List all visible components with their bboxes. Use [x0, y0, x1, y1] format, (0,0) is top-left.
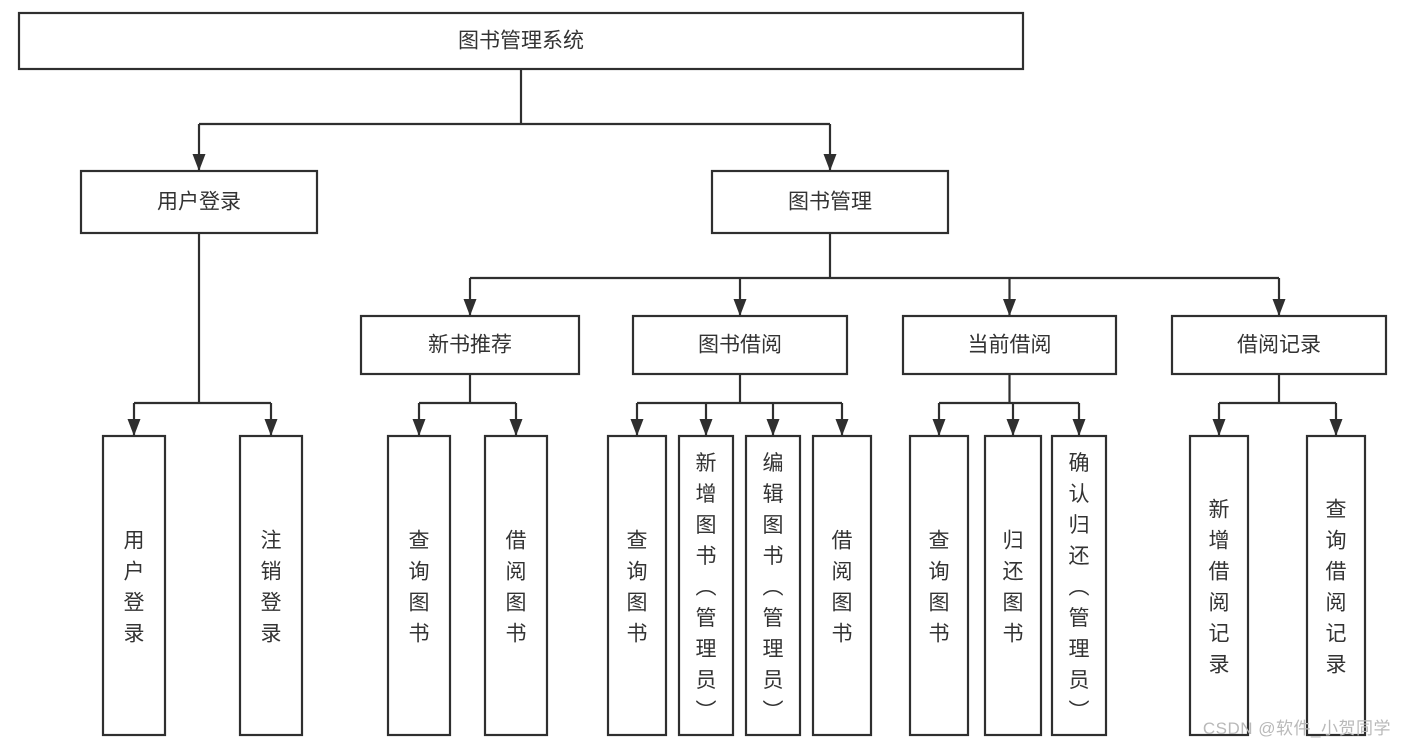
- node-leaf-leaf-query-book-2[interactable]: 查询图书: [606, 434, 668, 737]
- node-label: 编辑图书︵管理员︶: [763, 452, 784, 723]
- node-label: 查询图书: [627, 530, 648, 646]
- node-leaf-leaf-borrow-book-2[interactable]: 借阅图书: [811, 434, 873, 737]
- node-leaf-leaf-logout[interactable]: 注销登录: [238, 434, 304, 737]
- node-leaf-leaf-add-book-admin[interactable]: 新增图书︵管理员︶: [677, 434, 735, 737]
- node-label: 用户登录: [157, 191, 241, 214]
- node-leaf-leaf-user-login[interactable]: 用户登录: [101, 434, 167, 737]
- node-label: 图书借阅: [698, 334, 782, 357]
- node-label: 借阅记录: [1237, 334, 1321, 357]
- node-leaf-leaf-query-book-1[interactable]: 查询图书: [386, 434, 452, 737]
- node-leaf-leaf-return-book[interactable]: 归还图书: [983, 434, 1043, 737]
- node-leaf-leaf-query-book-3[interactable]: 查询图书: [908, 434, 970, 737]
- node-label: 查询图书: [409, 530, 430, 646]
- node-leaf-leaf-confirm-return-admin[interactable]: 确认归还︵管理员︶: [1050, 434, 1108, 737]
- node-label: 归还图书: [1003, 530, 1024, 646]
- node-submodule-current-borrow[interactable]: 当前借阅: [901, 314, 1118, 376]
- node-submodule-book-borrow[interactable]: 图书借阅: [631, 314, 849, 376]
- node-submodule-new-book-recommend[interactable]: 新书推荐: [359, 314, 581, 376]
- node-label: 用户登录: [124, 530, 145, 646]
- node-label: 图书管理: [788, 191, 872, 214]
- node-label: 新增图书︵管理员︶: [696, 452, 717, 723]
- node-leaf-leaf-add-borrow-record[interactable]: 新增借阅记录: [1188, 434, 1250, 737]
- node-module-book-manage[interactable]: 图书管理: [710, 169, 950, 235]
- node-label: 新书推荐: [428, 334, 512, 357]
- node-leaf-leaf-query-borrow-record[interactable]: 查询借阅记录: [1305, 434, 1367, 737]
- nodes-layer: 图书管理系统用户登录图书管理新书推荐图书借阅当前借阅借阅记录用户登录注销登录查询…: [17, 11, 1388, 737]
- node-label: 图书管理系统: [458, 30, 584, 53]
- node-label: 注销登录: [261, 530, 282, 646]
- node-label: 查询图书: [929, 530, 950, 646]
- node-label: 查询借阅记录: [1326, 499, 1347, 677]
- node-leaf-leaf-borrow-book-1[interactable]: 借阅图书: [483, 434, 549, 737]
- node-submodule-borrow-record[interactable]: 借阅记录: [1170, 314, 1388, 376]
- node-leaf-leaf-edit-book-admin[interactable]: 编辑图书︵管理员︶: [744, 434, 802, 737]
- node-module-user-login[interactable]: 用户登录: [79, 169, 319, 235]
- edges-layer: [127, 69, 1343, 436]
- node-root-root[interactable]: 图书管理系统: [17, 11, 1025, 71]
- node-label: 确认归还︵管理员︶: [1069, 452, 1090, 723]
- node-label: 借阅图书: [506, 530, 527, 646]
- node-label: 借阅图书: [832, 530, 853, 646]
- node-label: 新增借阅记录: [1209, 499, 1230, 677]
- node-label: 当前借阅: [968, 334, 1052, 357]
